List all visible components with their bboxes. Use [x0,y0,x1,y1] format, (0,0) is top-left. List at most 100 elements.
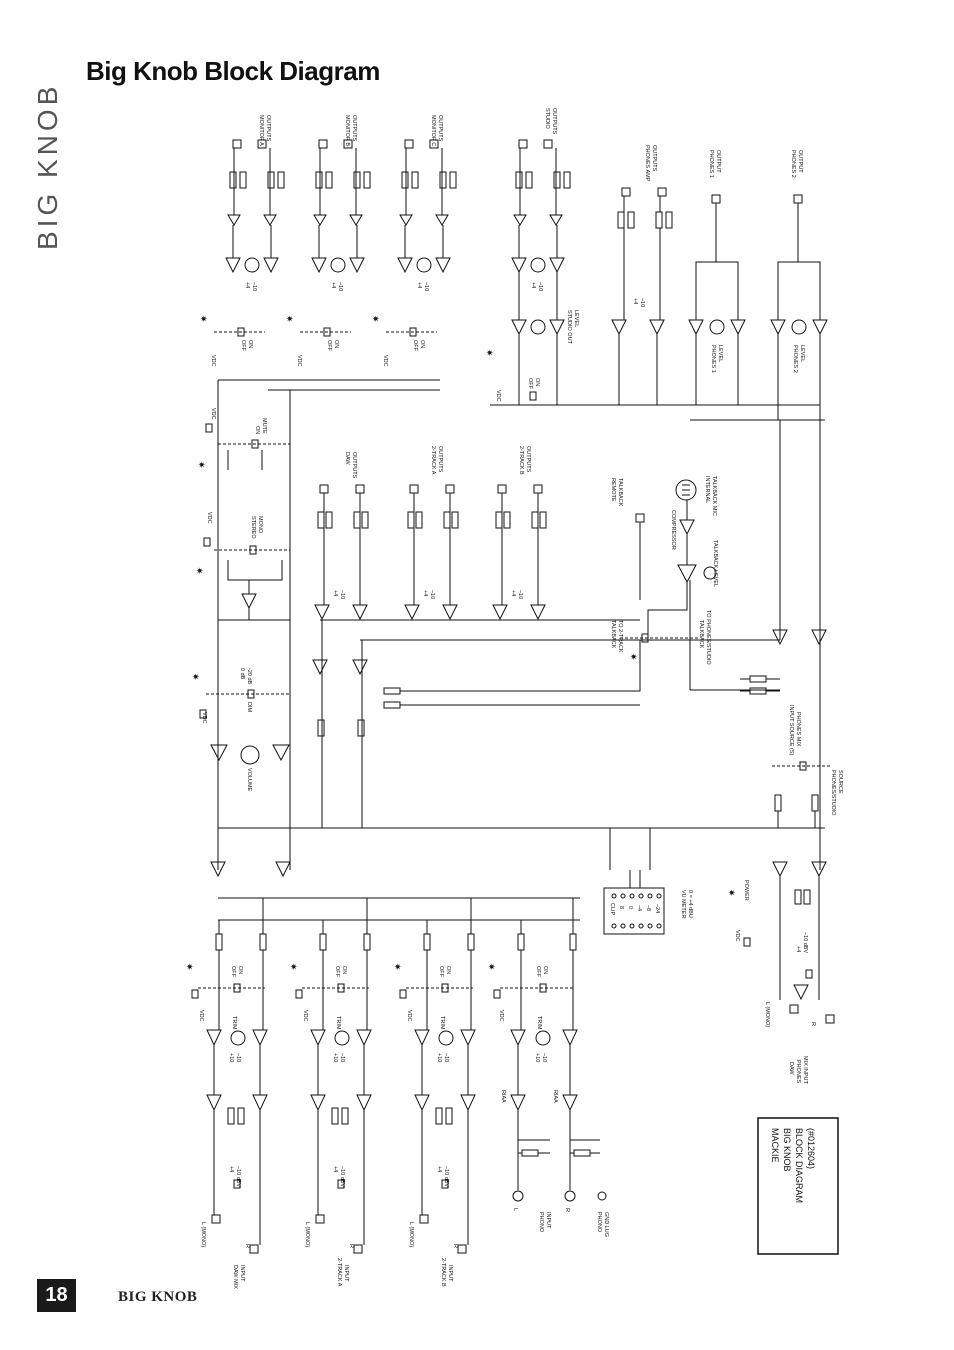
phono-gnd-2: GND LUG [603,1212,609,1237]
tta-in-lmono: L (MONO) [304,1222,310,1247]
phono-trim: TRIM [536,1016,542,1030]
ttb-in-led: ✷ [394,962,402,972]
title-block: MACKIE BIG KNOB BLOCK DIAGRAM (#012604) [757,1117,839,1255]
ttb-in-minus10: –10 [443,1053,449,1062]
monitor-b-label-2: OUTPUTS [351,115,357,142]
tta-in-plus4: +4 [332,1166,338,1172]
daw-output: DAW OUTPUTS +4 –10 [312,452,641,828]
phono-input-1: PHONO [538,1212,544,1233]
phono-riaa-l: RIAA [500,1090,506,1103]
monitor-c-on: ON [419,340,425,348]
dim-led: ✷ [192,672,200,682]
internal-mic-2: TALKBACK MIC [711,476,717,516]
tta-out-label-1: 2-TRACK A [430,446,436,475]
phono-vdc: VDC [498,1010,504,1022]
ttb-in-r: R [452,1244,458,1248]
monitor-b-output: MONITOR B OUTPUTS +4 –10 OFF ON VDC ✷ [286,115,371,367]
ttb-in-minus10dbv: –10 dBV [443,1166,449,1187]
phono-off: OFF [535,966,541,978]
tta-in-minus10: –10 [339,1053,345,1062]
dpm-r: R [810,1022,816,1026]
monitor-a-led: ✷ [200,314,208,324]
two-track-b-input-channel: ✷ VDC OFF ON TRIM +10 –10 +4 –10 dBV L (… [394,898,476,1287]
tta-input-1: 2-TRACK A [336,1258,342,1287]
ttb-out-minus10: –10 [517,590,523,599]
talkback-phones-2: TO PHONES/STUDIO [705,610,711,665]
monitor-c-label-2: OUTPUTS [437,115,443,142]
power-led: ✷ [728,888,736,898]
ttb-in-lmono: L (MONO) [408,1222,414,1247]
title-block-line-1: MACKIE [770,1128,780,1163]
daw-out-label-1: DAW [344,452,350,465]
power-label: POWER [743,880,749,901]
phones-studio-source-2: SOURCE [837,770,843,794]
vu-scale-8: 8 [618,906,624,909]
internal-mic-1: INTERNAL [704,476,710,503]
phono-input-channel: ✷ VDC OFF ON TRIM +10 –10 RIAA RIAA L R [488,898,609,1237]
phones2-out-label-1: PHONES 2 [790,150,796,178]
phones2-level-1: PHONES 2 [792,345,798,373]
monitor-c-off: OFF [412,340,418,352]
ttb-in-vdc: VDC [406,1010,412,1022]
talkback-led: ✷ [630,652,638,662]
daw-mix-plus10: +10 [228,1053,234,1062]
phones2-out-label-2: OUTPUT [797,150,803,173]
monitor-a-vdc: VDC [210,355,216,367]
tta-in-trim: TRIM [335,1016,341,1030]
ttb-out-label-1: 2-TRACK B [518,446,524,475]
monitor-b-led: ✷ [286,314,294,324]
daw-mix-vdc: VDC [198,1010,204,1022]
monitor-c-plus4: +4 [416,282,422,288]
daw-mix-led: ✷ [186,962,194,972]
monitor-c-led: ✷ [372,314,380,324]
monitor-b-vdc: VDC [296,355,302,367]
two-track-a-output: 2-TRACK A OUTPUTS +4 –10 [404,446,459,621]
studio-out-plus4: +4 [530,282,536,288]
phono-on: ON [542,966,548,974]
daw-mix-minus10dbv: –10 dBV [235,1166,241,1187]
daw-mix-plus4: +4 [228,1166,234,1172]
monitor-b-on: ON [333,340,339,348]
input-source-1: INPUT SOURCE (S) [788,705,794,755]
monitor-b-plus4: +4 [330,282,336,288]
dpm-lmono: L (MONO) [764,1002,770,1027]
phones-source: INPUT SOURCE (S) PHONES MIX PHONES/STUDI… [740,629,843,828]
mute-on: ON [254,426,260,434]
ttb-input-2: INPUT [447,1265,453,1282]
daw-out-minus10: –10 [339,590,345,599]
vdc-mono: VDC [206,512,212,524]
monitor-a-label-1: MONITOR A [258,115,264,146]
daw-mix-r: R [244,1244,250,1248]
studio-out-on: ON [534,378,540,386]
dpm-label-1: DAW [788,1062,794,1075]
phones-studio-source-1: PHONES/STUDIO [830,770,836,816]
tta-out-label-2: OUTPUTS [437,446,443,473]
db20-label: -20 dB [246,668,252,685]
tta-input-2: INPUT [343,1265,349,1282]
studio-out-minus10: –10 [537,282,543,291]
page-number: 18 [37,1279,76,1312]
phono-r: R [564,1208,570,1212]
input-channels: ✷ VDC OFF ON TRIM +10 –10 +4 –10 dBV L (… [186,898,609,1289]
phono-minus10: –10 [541,1053,547,1062]
phones1-level-1: PHONES 1 [710,345,716,373]
vu-meter-label-1: VU METER [680,890,686,918]
footer-brand: BIG KNOB [118,1289,198,1305]
tta-out-plus4: +4 [422,590,428,596]
ttb-in-trim: TRIM [439,1016,445,1030]
monitor-outputs: MONITOR A OUTPUTS +4 –10 OFF ON VDC ✷ M [200,115,457,367]
dim-label: DIM [246,702,252,713]
master-section: VDC ON MUTE ✷ VDC STEREO MONO ✷ 0 dB -20… [192,408,291,878]
phones2-level-2: LEVEL [799,345,805,362]
daw-mix-input-1: DAW MIX [232,1265,238,1289]
side-brand-text: BIG KNOB [32,83,63,250]
db0-label: 0 dB [239,668,245,680]
daw-mix-input-2: INPUT [239,1265,245,1282]
mono-label: MONO [257,516,263,534]
monitor-c-vdc: VDC [382,355,388,367]
tta-in-on: ON [341,966,347,974]
daw-mix-trim: TRIM [231,1016,237,1030]
daw-out-plus4: +4 [332,590,338,596]
studio-out-label-2: OUTPUTS [551,108,557,135]
monitor-c-output: MONITOR C OUTPUTS +4 –10 OFF ON VDC ✷ [372,115,457,367]
